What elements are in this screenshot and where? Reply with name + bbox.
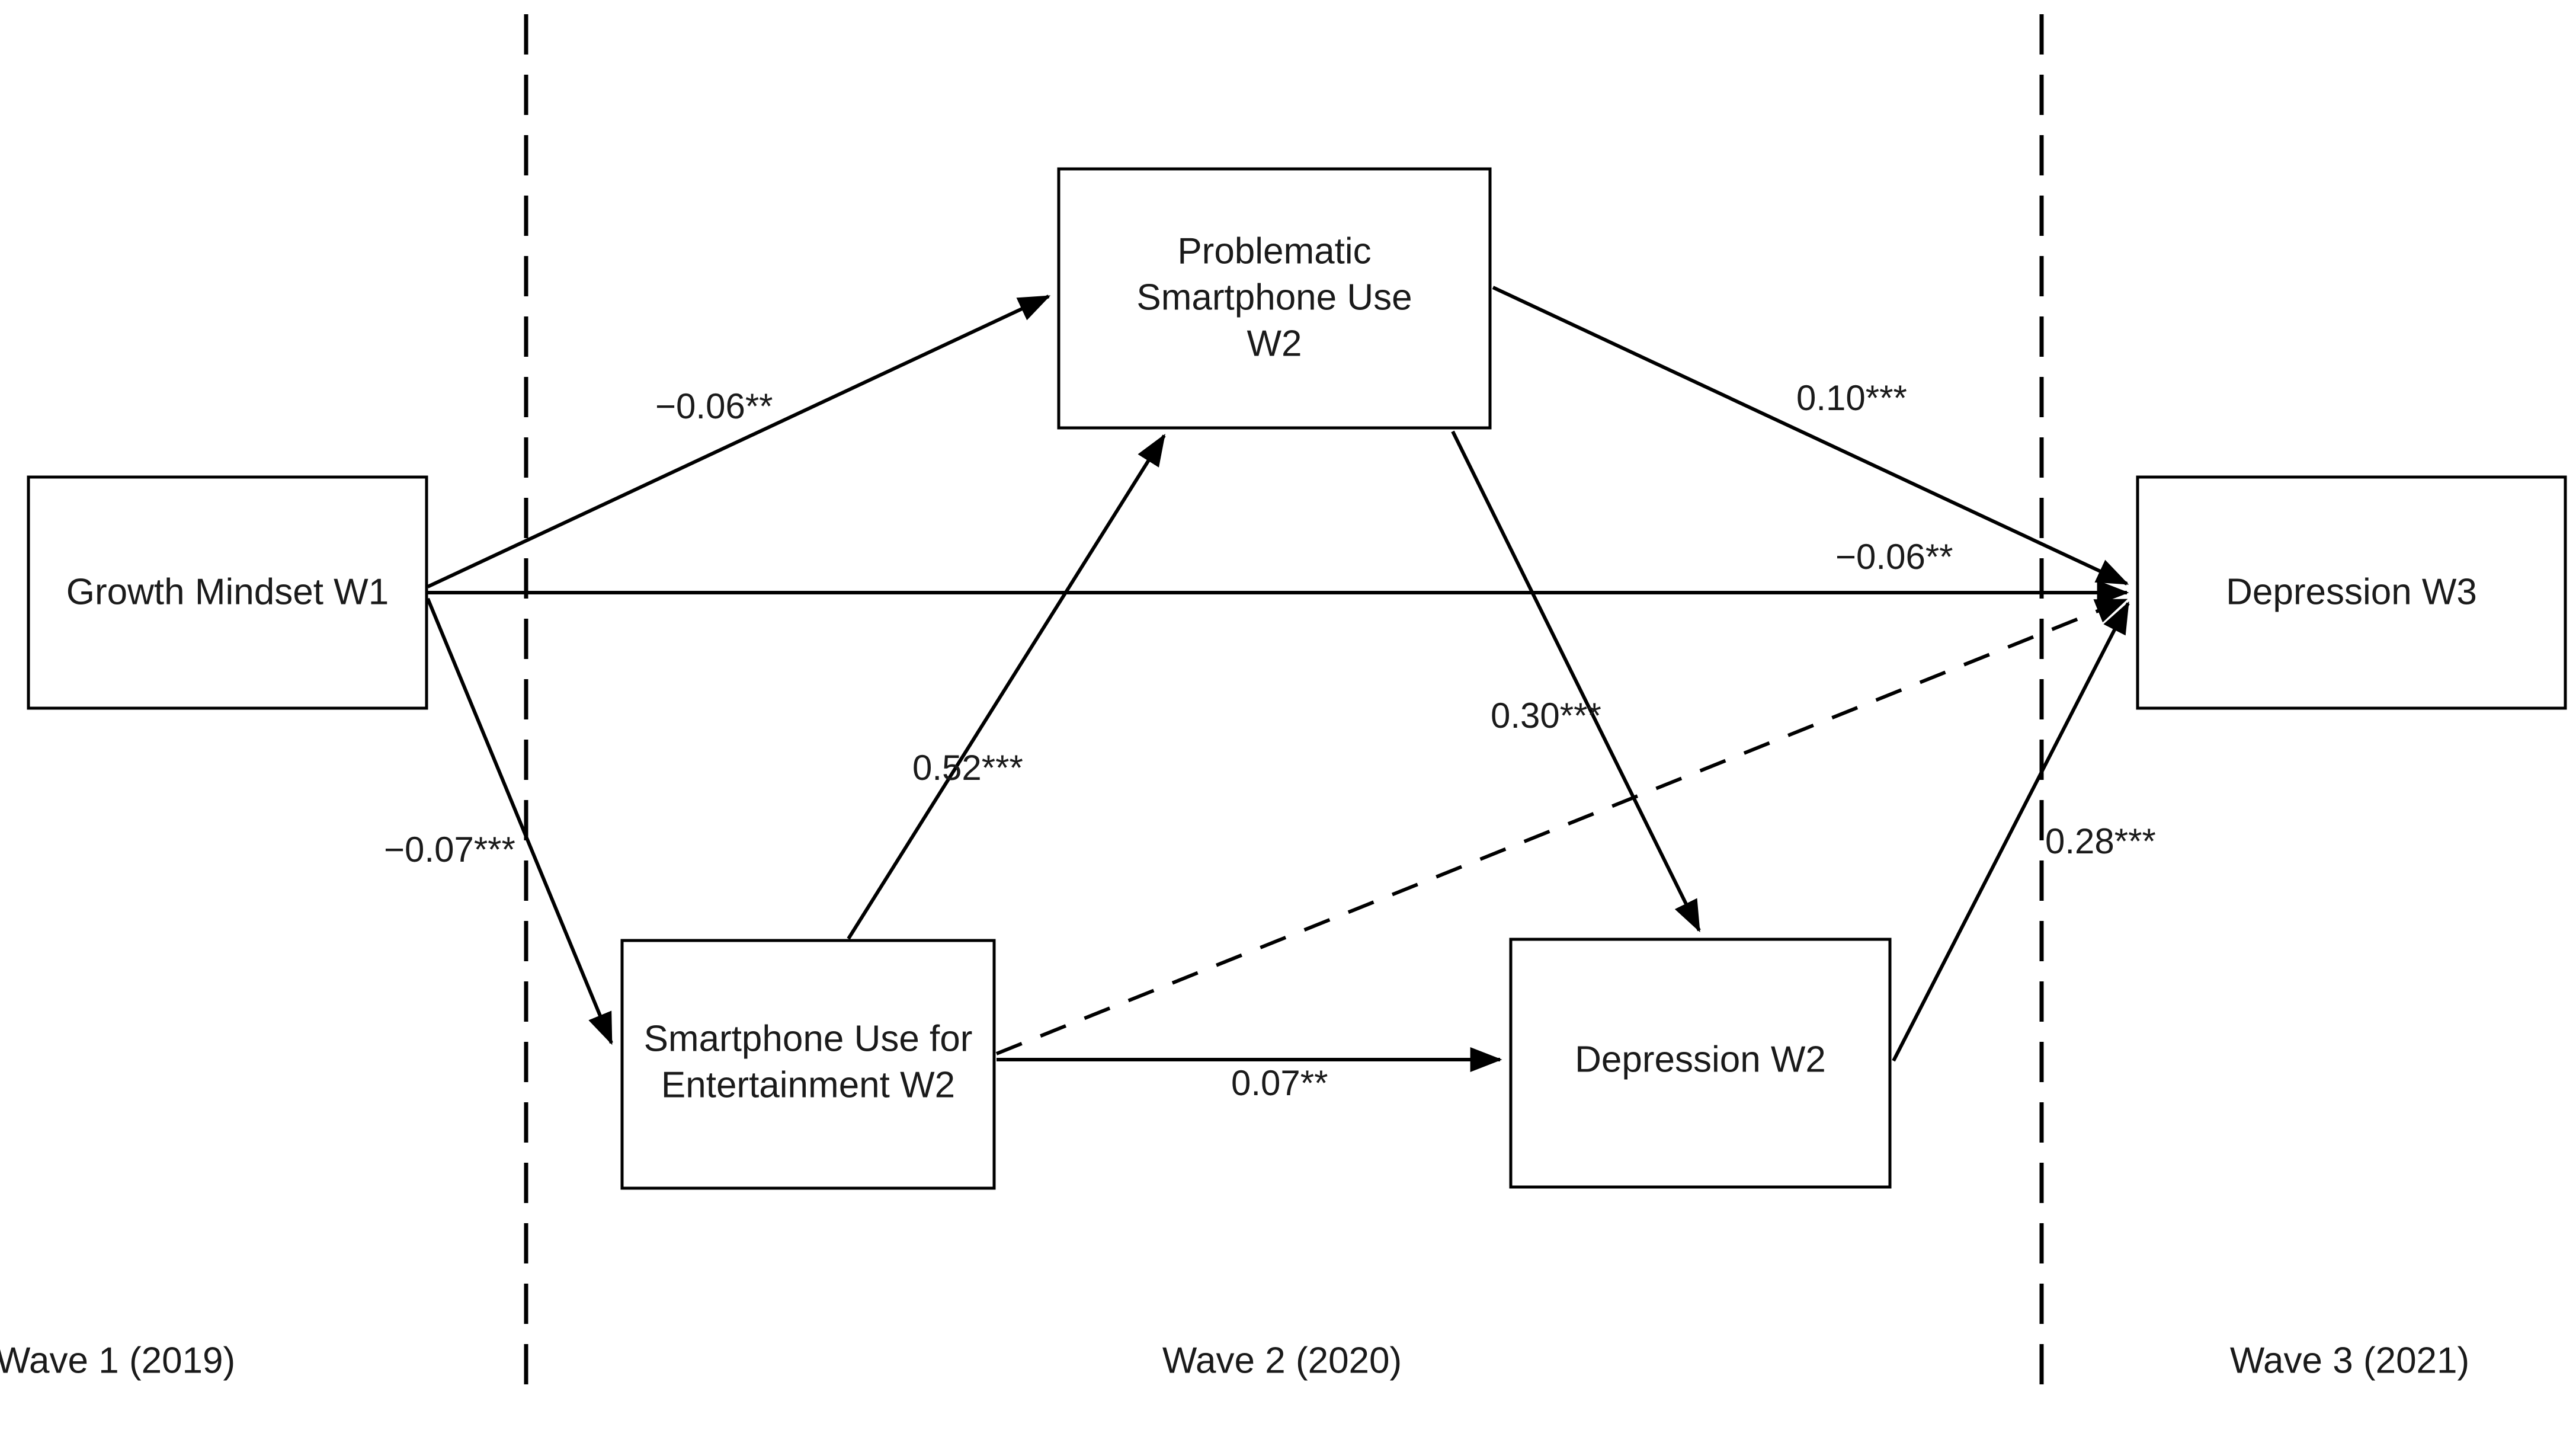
path-arrow-sue-to-psu (847, 433, 1166, 940)
node-depression-w3[interactable]: Depression W3 (2136, 475, 2567, 710)
coefficient-label-psu-to-dep3: 0.10*** (1796, 378, 1907, 418)
coefficient-label-gm-to-dep3: −0.06** (1835, 537, 1953, 577)
node-label-depression-w3: Depression W3 (2226, 571, 2477, 612)
node-smartphone-use-entertainment-w2[interactable]: Smartphone Use for Entertainment W2 (620, 939, 996, 1190)
coefficient-label-sue-to-dep2: 0.07** (1231, 1063, 1328, 1103)
coefficient-label-group: −0.06** −0.07*** −0.06** 0.52*** 0.10***… (384, 378, 2156, 1103)
coefficient-label-sue-to-psu: 0.52*** (912, 748, 1023, 788)
wave-label-3: Wave 3 (2021) (2230, 1340, 2469, 1381)
node-label-problematic-smartphone-use-w2-line3: W2 (1247, 323, 1302, 364)
wave-label-group: Wave 1 (2019) Wave 2 (2020) Wave 3 (2021… (0, 1340, 2469, 1381)
path-arrow-gm-to-sue (426, 597, 613, 1045)
node-group: Growth Mindset W1 Problematic Smartphone… (27, 167, 2567, 1190)
wave-divider-group (524, 14, 2044, 1390)
node-box-depression-w3[interactable] (2136, 475, 2567, 710)
path-arrow-gm-to-psu (427, 295, 1051, 588)
node-label-smartphone-use-entertainment-w2-line2: Entertainment W2 (661, 1064, 955, 1105)
wave-label-2: Wave 2 (2020) (1162, 1340, 1402, 1381)
node-label-problematic-smartphone-use-w2-line2: Smartphone Use (1136, 277, 1412, 318)
coefficient-label-gm-to-sue: −0.07*** (384, 830, 515, 869)
path-arrow-psu-to-dep3 (1492, 286, 2129, 586)
node-depression-w2[interactable]: Depression W2 (1509, 938, 1892, 1189)
coefficient-label-psu-to-dep2: 0.30*** (1491, 696, 1601, 735)
node-box-depression-w2[interactable] (1509, 938, 1892, 1189)
path-arrow-group (426, 286, 2130, 1072)
node-label-smartphone-use-entertainment-w2-line1: Smartphone Use for (644, 1018, 973, 1059)
node-label-problematic-smartphone-use-w2-line1: Problematic (1177, 231, 1371, 271)
path-arrow-psu-to-dep2 (1451, 430, 1701, 933)
node-box-smartphone-use-entertainment-w2[interactable] (620, 939, 996, 1190)
node-label-depression-w2: Depression W2 (1575, 1039, 1826, 1080)
path-arrow-sue-to-dep3-dashed (995, 598, 2128, 1055)
path-arrow-dep2-to-dep3 (1892, 601, 2130, 1062)
node-label-growth-mindset-w1: Growth Mindset W1 (66, 571, 389, 612)
wave-label-1: Wave 1 (2019) (0, 1340, 235, 1381)
node-problematic-smartphone-use-w2[interactable]: Problematic Smartphone Use W2 (1057, 167, 1492, 430)
coefficient-label-dep2-to-dep3: 0.28*** (2045, 821, 2156, 861)
node-growth-mindset-w1[interactable]: Growth Mindset W1 (27, 475, 428, 710)
coefficient-label-gm-to-psu: −0.06** (655, 386, 773, 426)
node-box-growth-mindset-w1[interactable] (27, 475, 428, 710)
node-box-problematic-smartphone-use-w2[interactable] (1057, 167, 1492, 430)
